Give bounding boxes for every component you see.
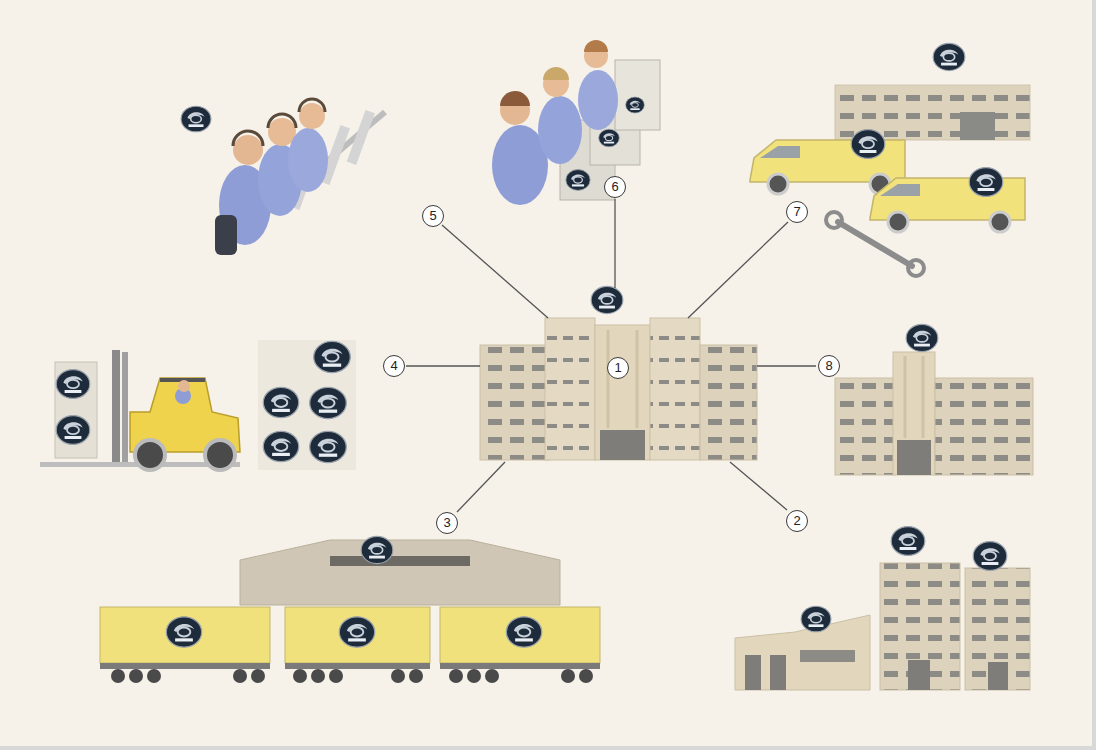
callout-number: 6 [604, 176, 626, 198]
callout-number: 7 [786, 201, 808, 223]
callout-number: 5 [422, 205, 444, 227]
callout-number: 4 [383, 355, 405, 377]
callout-number: 2 [786, 510, 808, 532]
callout-number: 8 [818, 355, 840, 377]
callout-number: 1 [607, 357, 629, 379]
callout-number: 3 [436, 512, 458, 534]
